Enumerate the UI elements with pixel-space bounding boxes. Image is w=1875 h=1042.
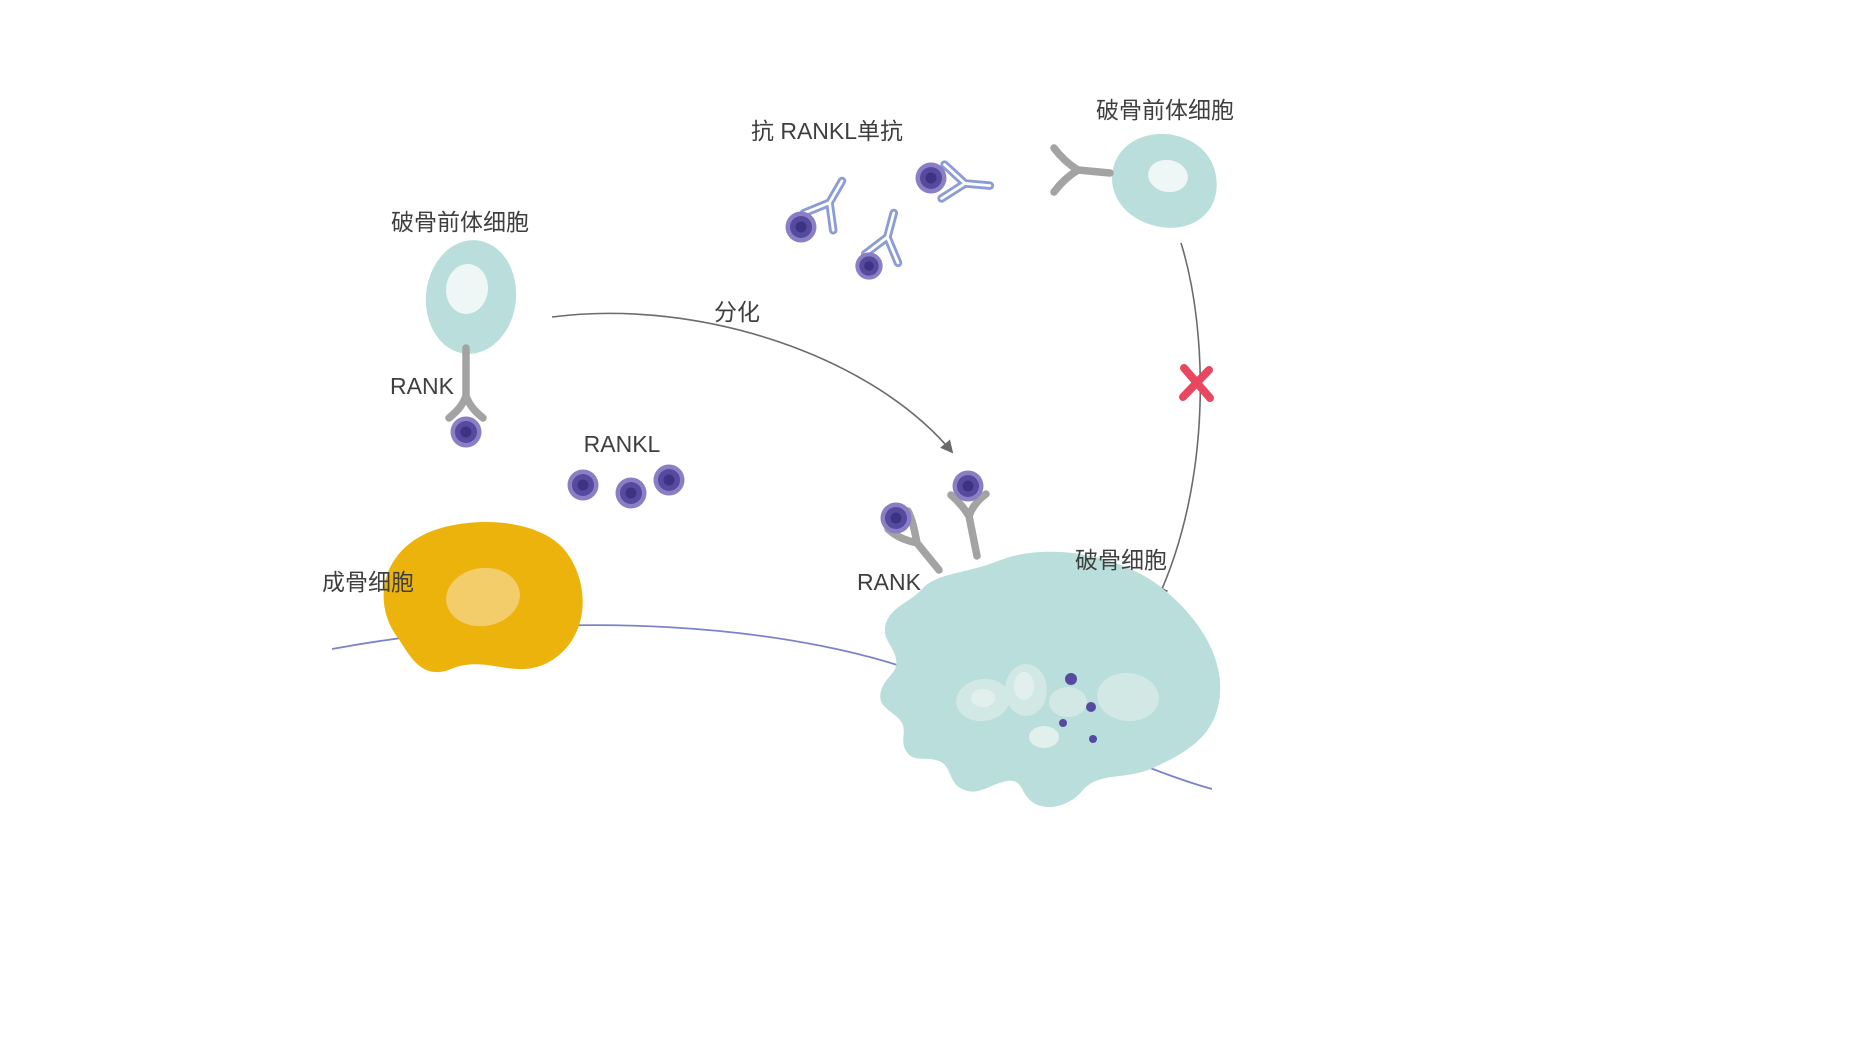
osteoclast-precursor-cell-left	[425, 240, 517, 354]
rankl-molecule-icon	[450, 416, 482, 448]
rankl-molecule-icon	[653, 464, 685, 496]
label-osteoblast: 成骨细胞	[322, 569, 414, 595]
block-x-stroke-2	[1179, 366, 1213, 401]
differentiation-arrow	[551, 312, 954, 454]
rank-receptor-shape	[445, 344, 487, 422]
osteoclast-nucleolus	[1014, 672, 1034, 700]
osteoclast-body	[880, 551, 1221, 808]
label-osteoclast: 破骨细胞	[1075, 547, 1167, 573]
rank-receptor-osteoclast-right	[947, 470, 990, 560]
rank-receptor-shape	[947, 490, 990, 560]
osteoblast-cell	[383, 521, 583, 673]
granule-dot	[1065, 673, 1077, 685]
label-rank-center: RANK	[857, 569, 922, 595]
rankl-molecule-icon	[880, 502, 912, 534]
anti-rankl-antibody-group	[785, 162, 992, 280]
rank-receptor-empty	[1050, 144, 1114, 196]
rankl-molecule-icon	[615, 477, 647, 509]
rankl-molecule-icon	[785, 211, 817, 243]
granule-dot	[1089, 735, 1097, 743]
label-precursor-left: 破骨前体细胞	[391, 209, 529, 235]
granule-dot	[1059, 719, 1067, 727]
label-rank-left: RANK	[390, 373, 455, 399]
osteoclast-nucleus	[1097, 672, 1159, 722]
osteoclast-nucleus	[1049, 687, 1087, 717]
antibody-icon	[942, 165, 992, 203]
osteoclast-cell	[880, 551, 1221, 808]
rankl-molecules-free	[567, 464, 685, 509]
osteoclast-nucleolus	[971, 689, 995, 707]
label-precursor-right: 破骨前体细胞	[1096, 97, 1234, 123]
osteoblast-nucleus	[446, 567, 520, 627]
label-anti-rankl-mab: 抗 RANKL单抗	[751, 118, 903, 144]
osteoclast-nucleolus	[1029, 726, 1059, 748]
precursor-cell-nucleus	[445, 264, 489, 314]
block-x-icon	[1179, 364, 1214, 402]
rankl-molecule-icon	[915, 162, 947, 194]
inhibition-arrow	[1156, 242, 1202, 600]
rank-receptor-osteoclast-left	[880, 502, 943, 574]
label-rankl: RANKL	[584, 431, 661, 457]
rankl-molecule-icon	[952, 470, 984, 502]
granule-dot	[1086, 702, 1096, 712]
precursor-cell-nucleus	[1148, 159, 1188, 193]
rankl-molecule-icon	[855, 252, 883, 280]
label-differentiation: 分化	[714, 299, 760, 325]
rank-receptor-left	[445, 344, 487, 448]
rankl-molecule-icon	[567, 469, 599, 501]
osteoclast-precursor-cell-right	[1050, 133, 1217, 228]
